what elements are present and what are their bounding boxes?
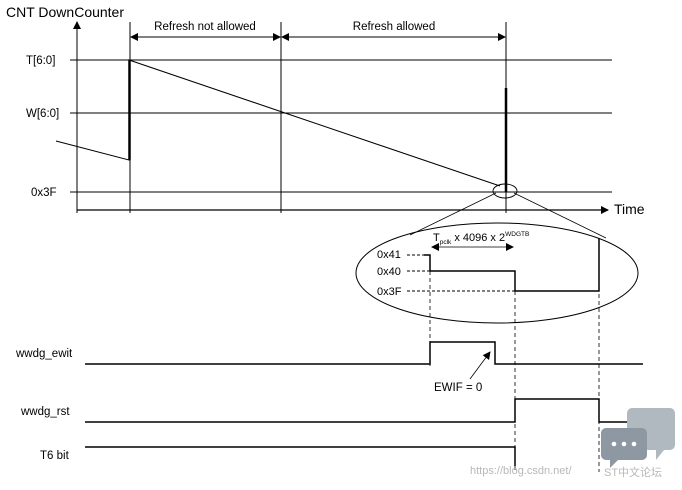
diagram-title: CNT DownCounter [6, 4, 124, 20]
signal-label-t6: T6 bit [40, 450, 70, 462]
y-label-0x3f: 0x3F [31, 187, 57, 199]
signal-ewit-waveform [85, 341, 643, 365]
counter-waveform [55, 59, 501, 187]
signal-rst-waveform [85, 398, 643, 423]
zoom-waveform [424, 238, 600, 292]
watermark-url: https://blog.csdn.net/ [470, 465, 572, 477]
watermark-brand: ST中文论坛 [604, 465, 662, 479]
x-axis-label: Time [614, 201, 645, 217]
zoom-formula-sup: WDGTB [505, 231, 529, 238]
y-label-t: T[6:0] [26, 55, 55, 67]
zoom-guide-left [409, 192, 497, 236]
zoom-label-0x40: 0x40 [377, 266, 401, 278]
zoom-formula: Tpclk x 4096 x 2WDGTB [433, 231, 529, 246]
zoom-formula-sub: pclk [440, 239, 452, 246]
region-allowed-label: Refresh allowed [353, 21, 435, 33]
zoom-label-0x3f: 0x3F [377, 286, 402, 298]
ewif-pointer [469, 351, 491, 380]
zoom-spot [492, 183, 518, 199]
zoom-guide-right [513, 192, 607, 239]
signal-t6-waveform [85, 446, 516, 466]
zoom-formula-mid: x 4096 x 2 [451, 232, 505, 244]
y-label-w: W[6:0] [26, 108, 59, 120]
region-not-allowed-label: Refresh not allowed [154, 21, 256, 33]
signal-label-ewit: wwdg_ewit [15, 348, 73, 360]
zoom-ellipse [355, 222, 639, 324]
zoom-formula-main: T [433, 232, 440, 244]
watermark-chat-icon [601, 408, 675, 468]
ewif-annotation: EWIF = 0 [434, 382, 482, 394]
zoom-label-0x41: 0x41 [377, 249, 401, 261]
signal-label-rst: wwdg_rst [20, 406, 70, 418]
